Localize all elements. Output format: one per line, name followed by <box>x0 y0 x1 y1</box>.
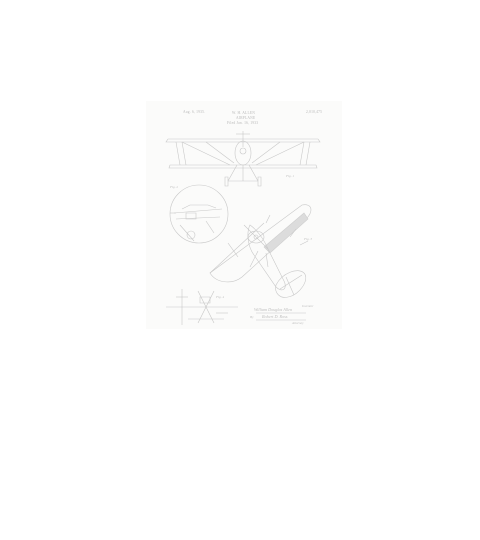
patent-date: Aug. 6, 1935. <box>183 110 206 114</box>
patent-title: AIRPLANE <box>236 116 256 120</box>
patent-number: 2,010,475 <box>306 110 323 114</box>
filed-date: Filed Jan. 16, 1933 <box>227 121 259 125</box>
by-label: By <box>250 315 254 319</box>
fig1-label: Fig. 1 <box>286 174 295 178</box>
attorney-caption: Attorney <box>292 321 304 325</box>
fig4-diagram <box>166 289 238 325</box>
patent-sheet: Aug. 6, 1935. W. H. ALLEN AIRPLANE Filed… <box>146 101 342 329</box>
fig3-perspective <box>210 205 311 298</box>
fig3-label: Fig. 3 <box>304 237 313 241</box>
inventor-name: W. H. ALLEN <box>232 111 256 115</box>
fig1-front-view <box>166 131 320 186</box>
inventor-caption: Inventor <box>302 304 314 308</box>
inventor-signature: William Douglas Allen <box>254 307 293 312</box>
fig4-label: Fig. 4 <box>216 295 225 299</box>
fig2-detail <box>170 185 228 243</box>
attorney-signature: Robert D. Ross <box>262 314 288 319</box>
patent-drawing <box>146 101 342 329</box>
fig2-label: Fig. 2 <box>170 185 179 189</box>
